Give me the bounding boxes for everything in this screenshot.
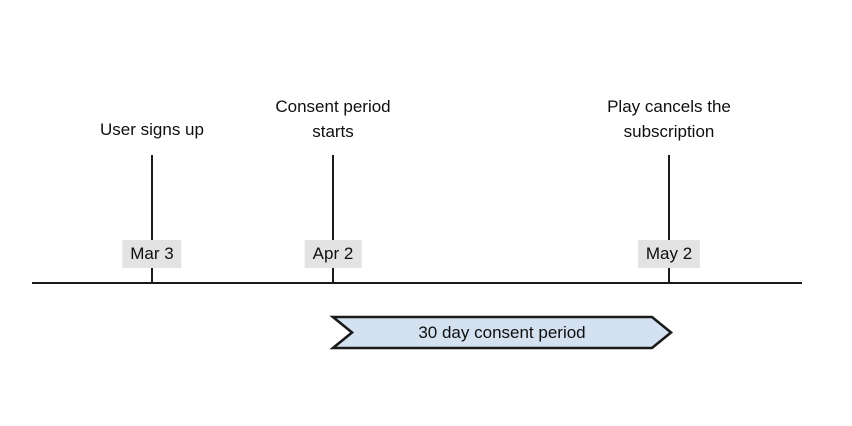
event-stem-line bbox=[332, 155, 334, 284]
event-stem-line bbox=[668, 155, 670, 284]
event-caption: Play cancels the subscription bbox=[607, 97, 731, 141]
event-date-chip: Apr 2 bbox=[304, 240, 362, 268]
event-caption: User signs up bbox=[100, 120, 204, 139]
event-date-chip: May 2 bbox=[637, 240, 701, 268]
timeline-axis bbox=[32, 282, 802, 284]
event-stem-line bbox=[151, 155, 153, 284]
event-caption: Consent period starts bbox=[275, 97, 391, 141]
consent-period-banner: 30 day consent period bbox=[329, 315, 674, 350]
banner-arrow-shape bbox=[329, 315, 674, 350]
event-date-chip: Mar 3 bbox=[122, 240, 182, 268]
